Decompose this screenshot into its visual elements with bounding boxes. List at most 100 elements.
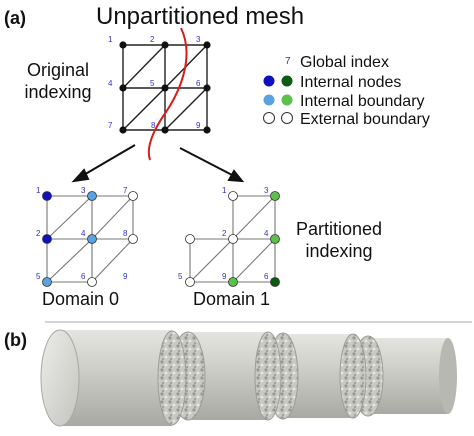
arrow-head — [71, 168, 90, 183]
cylinder-segment-4 — [352, 335, 457, 417]
mesh-node — [203, 84, 211, 92]
node-index: 8 — [151, 121, 156, 130]
node-index: 1 — [222, 186, 227, 195]
node-external-boundary — [128, 191, 138, 201]
node-index: 2 — [150, 35, 155, 44]
mesh-diagonal — [91, 195, 134, 240]
partitioned-indexing-line2: indexing — [305, 241, 372, 261]
cylinder-segment-3 — [267, 332, 367, 420]
node-internal-boundary — [270, 191, 280, 201]
legend-internal-domain0 — [263, 75, 275, 87]
mesh-node — [161, 84, 169, 92]
arrow-to-domain1 — [179, 147, 235, 177]
node-external-boundary — [228, 234, 238, 244]
node-index: 4 — [81, 229, 86, 238]
panel-a-title: Unpartitioned mesh — [96, 3, 304, 30]
node-index: 4 — [108, 79, 113, 88]
domain1-nodes — [185, 191, 280, 287]
legend-boundary-domain0 — [263, 94, 275, 106]
legend-index-sample: 7 — [285, 56, 291, 67]
arrow-to-domain0 — [81, 144, 136, 177]
node-index: 3 — [264, 186, 269, 195]
mesh-diagonal — [122, 87, 166, 131]
cylinder-far-cap — [439, 338, 457, 414]
mesh-node — [203, 41, 211, 49]
cylinder-rough-face-back — [339, 333, 367, 419]
mesh-diagonal — [232, 238, 276, 283]
legend-internal-nodes: Internal nodes — [300, 74, 401, 91]
legend-internal-boundary: Internal boundary — [300, 93, 425, 110]
legend-external-boundary: External boundary — [300, 111, 430, 128]
node-index: 8 — [123, 229, 128, 238]
legend-external-domain1 — [281, 112, 293, 124]
node-index: 4 — [264, 229, 269, 238]
node-index: 5 — [178, 272, 183, 281]
unpartitioned-nodes — [119, 41, 211, 134]
mesh-node — [161, 126, 169, 134]
mesh-diagonal — [46, 238, 93, 283]
mesh-node — [119, 41, 127, 49]
partitioned-indexing-line1: Partitioned — [296, 219, 382, 239]
node-internal — [42, 234, 52, 244]
node-index: 1 — [108, 35, 113, 44]
node-index: 3 — [81, 186, 86, 195]
arrow-head — [227, 169, 245, 183]
node-index: 5 — [36, 272, 41, 281]
node-internal-boundary — [42, 277, 52, 287]
cylinder-segments — [40, 329, 457, 427]
node-index: 9 — [123, 272, 128, 281]
node-index: 9 — [196, 121, 201, 130]
cylinder-smooth-cap — [40, 329, 80, 427]
original-indexing-line2: indexing — [24, 82, 91, 102]
node-index: 3 — [196, 35, 201, 44]
partition-line — [147, 27, 188, 161]
cylinder-rough-face-back — [157, 330, 187, 426]
mesh-diagonal — [232, 195, 276, 240]
legend-boundary-domain1 — [281, 94, 293, 106]
domain1-label: Domain 1 — [193, 289, 270, 309]
node-external-boundary — [128, 234, 138, 244]
node-index: 7 — [108, 121, 113, 130]
mesh-node — [161, 41, 169, 49]
legend-internal-domain1 — [281, 75, 293, 87]
node-internal — [42, 191, 52, 201]
node-index: 2 — [222, 229, 227, 238]
domain1-mesh — [189, 195, 276, 283]
legend: 7 Global index Internal nodes Internal b… — [263, 54, 430, 128]
cylinder-rough-face-back — [254, 331, 282, 421]
node-internal — [270, 277, 280, 287]
legend-global-index: Global index — [300, 54, 389, 71]
mesh-diagonal — [122, 44, 166, 89]
domain0-label: Domain 0 — [42, 289, 119, 309]
node-external-boundary — [87, 277, 97, 287]
node-index: 6 — [264, 272, 269, 281]
mesh-node — [119, 126, 127, 134]
mesh-diagonal — [46, 195, 93, 240]
arrows — [71, 144, 245, 183]
node-index: 9 — [222, 272, 227, 281]
node-internal-boundary — [87, 191, 97, 201]
domain0-index-labels: 1 3 7 2 4 8 5 6 9 — [36, 186, 128, 281]
legend-external-domain0 — [263, 112, 275, 124]
node-index: 7 — [123, 186, 128, 195]
domain0-nodes — [42, 191, 138, 287]
mesh-diagonal — [189, 238, 234, 283]
mesh-diagonal — [91, 238, 134, 283]
mesh-node — [119, 84, 127, 92]
original-indexing-line1: Original — [27, 60, 89, 80]
panel-a-label: (a) — [4, 8, 26, 28]
unpartitioned-index-labels: 1 2 3 4 5 6 7 8 9 — [108, 35, 201, 130]
node-internal-boundary — [87, 234, 97, 244]
panel-b-label: (b) — [4, 330, 27, 350]
node-index: 1 — [36, 186, 41, 195]
node-external-boundary — [185, 234, 195, 244]
node-internal-boundary — [270, 234, 280, 244]
mesh-diagonal — [164, 87, 208, 131]
node-index: 6 — [81, 272, 86, 281]
mesh-node — [203, 126, 211, 134]
node-index: 5 — [150, 79, 155, 88]
node-index: 6 — [196, 79, 201, 88]
node-external-boundary — [228, 191, 238, 201]
domain1-index-labels: 1 3 2 4 5 9 6 — [178, 186, 269, 281]
